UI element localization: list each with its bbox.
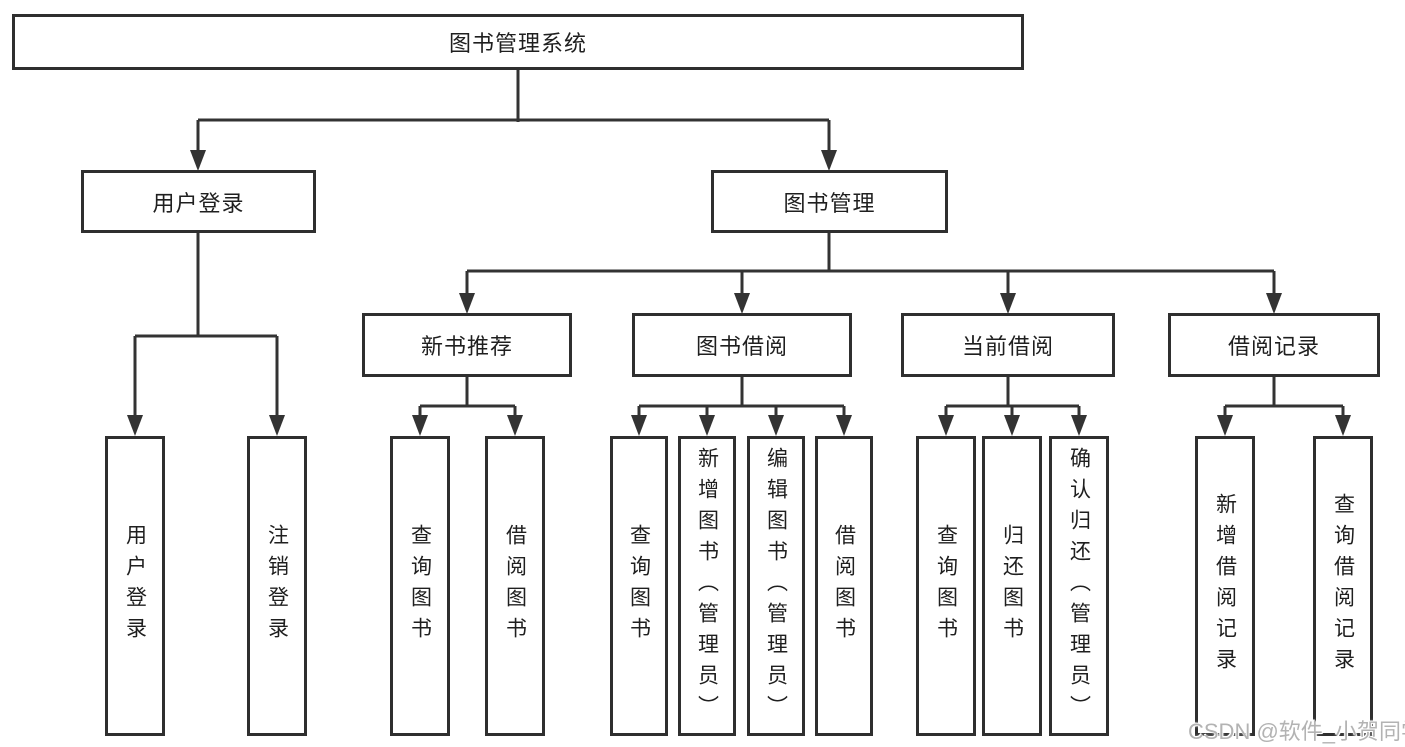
node-book-borrowing-label: 图书借阅 — [695, 334, 788, 359]
leaf-query-books-borrow-label: 查询图书 — [627, 524, 651, 648]
node-current-borrowing-label: 当前借阅 — [961, 334, 1054, 359]
leaf-add-book-admin-label: 新增图书（管理员） — [695, 446, 719, 726]
leaf-edit-book-admin-label: 编辑图书（管理员） — [764, 446, 788, 726]
leaf-borrow-books-borrow-label: 借阅图书 — [832, 524, 856, 648]
node-user-login-label: 用户登录 — [152, 190, 245, 216]
node-borrowing-records: 借阅记录 — [1168, 313, 1380, 377]
leaf-confirm-return-admin-label: 确认归还（管理员） — [1067, 446, 1091, 726]
leaf-query-books-newbook: 查询图书 — [390, 436, 450, 736]
leaf-logout: 注销登录 — [247, 436, 307, 736]
leaf-query-books-newbook-label: 查询图书 — [408, 524, 432, 648]
leaf-user-login-label: 用户登录 — [123, 524, 147, 648]
leaf-logout-label: 注销登录 — [265, 524, 289, 648]
leaf-add-borrow-record: 新增借阅记录 — [1195, 436, 1255, 736]
leaf-query-borrow-record: 查询借阅记录 — [1313, 436, 1373, 736]
leaf-edit-book-admin: 编辑图书（管理员） — [747, 436, 805, 736]
leaf-query-books-current: 查询图书 — [916, 436, 976, 736]
node-book-management-label: 图书管理 — [783, 190, 876, 216]
node-new-book-recommendation: 新书推荐 — [362, 313, 572, 377]
node-book-management: 图书管理 — [711, 170, 948, 233]
leaf-borrow-books-newbook: 借阅图书 — [485, 436, 545, 736]
leaf-return-book: 归还图书 — [982, 436, 1042, 736]
node-borrowing-records-label: 借阅记录 — [1227, 334, 1320, 359]
node-new-book-recommendation-label: 新书推荐 — [420, 334, 513, 359]
leaf-add-book-admin: 新增图书（管理员） — [678, 436, 736, 736]
node-user-login: 用户登录 — [81, 170, 316, 233]
leaf-query-books-borrow: 查询图书 — [610, 436, 668, 736]
node-root-label: 图书管理系统 — [448, 31, 587, 56]
watermark: CSDN @软件_小贺同学 — [1188, 719, 1405, 744]
leaf-return-book-label: 归还图书 — [1000, 524, 1024, 648]
leaf-user-login: 用户登录 — [105, 436, 165, 736]
node-root: 图书管理系统 — [12, 14, 1024, 70]
leaf-query-books-current-label: 查询图书 — [934, 524, 958, 648]
leaf-borrow-books-borrow: 借阅图书 — [815, 436, 873, 736]
leaf-add-borrow-record-label: 新增借阅记录 — [1213, 493, 1237, 679]
leaf-borrow-books-newbook-label: 借阅图书 — [503, 524, 527, 648]
leaf-confirm-return-admin: 确认归还（管理员） — [1049, 436, 1109, 736]
leaf-query-borrow-record-label: 查询借阅记录 — [1331, 493, 1355, 679]
node-current-borrowing: 当前借阅 — [901, 313, 1115, 377]
node-book-borrowing: 图书借阅 — [632, 313, 852, 377]
